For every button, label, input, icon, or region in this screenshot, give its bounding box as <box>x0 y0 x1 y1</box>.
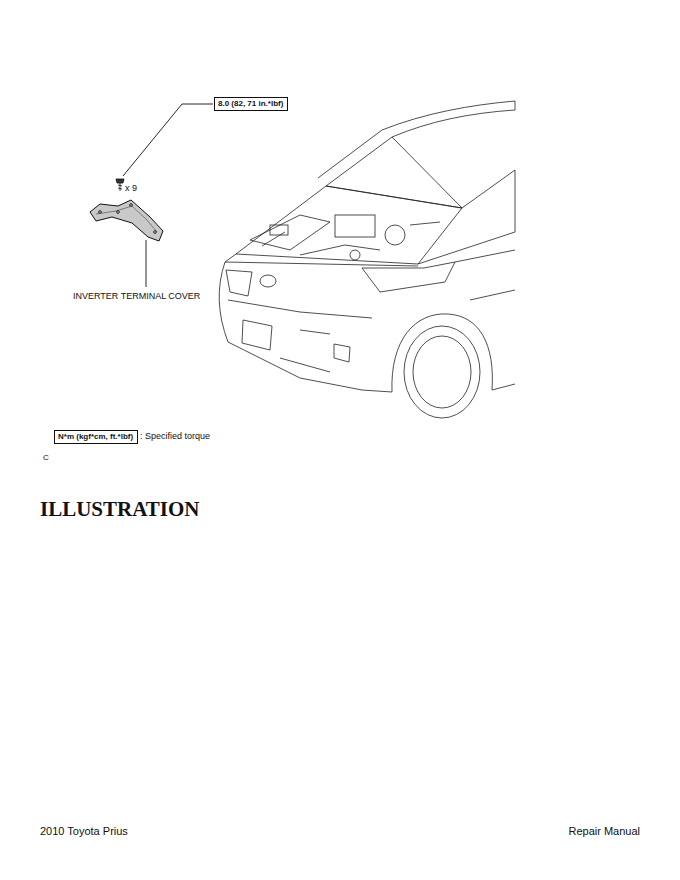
legend-text: : Specified torque <box>140 431 210 441</box>
car-drawing <box>270 225 288 235</box>
inverter-cover-part <box>90 200 163 241</box>
car-drawing <box>362 262 455 292</box>
bolt-symbol <box>118 188 122 189</box>
torque-box: 8.0 (82, 71 in.*lbf) <box>214 97 288 111</box>
bolt-symbol <box>120 183 121 191</box>
inverter-cover-part <box>99 211 102 214</box>
part-name: INVERTER TERMINAL COVER <box>73 291 200 301</box>
car-drawing <box>335 215 375 237</box>
box-text: N*m (kgf*cm, ft.*lbf) <box>58 432 134 442</box>
car-drawing <box>228 300 372 318</box>
footer-text: 2010 Toyota Prius <box>40 825 128 837</box>
bolt-symbol <box>116 179 124 191</box>
car-drawing <box>326 110 515 186</box>
footer-text: Repair Manual <box>568 825 640 837</box>
figure-code: C <box>43 453 49 462</box>
bolt-symbol <box>118 185 122 186</box>
inverter-cover-part <box>117 211 120 214</box>
car-drawing <box>350 250 360 260</box>
car-drawing <box>392 137 462 208</box>
bolt-symbol <box>116 179 124 183</box>
leader-lines <box>146 240 147 287</box>
car-drawing <box>334 344 350 362</box>
quantity-label: x 9 <box>125 183 137 193</box>
car-drawing <box>226 270 252 296</box>
leader-lines <box>123 104 213 287</box>
unit-box: N*m (kgf*cm, ft.*lbf) <box>54 430 138 444</box>
car-drawing <box>404 326 480 418</box>
car-drawing <box>280 330 330 372</box>
car-drawing <box>250 215 330 250</box>
car-drawing <box>515 101 516 232</box>
car-drawing <box>219 101 515 418</box>
car-drawing <box>326 170 515 208</box>
car-drawing <box>225 262 418 266</box>
car-drawing <box>242 320 272 350</box>
inverter-cover-part <box>90 200 163 241</box>
car-drawing <box>219 262 392 392</box>
inverter-cover-part <box>154 231 157 234</box>
section-heading: ILLUSTRATION <box>40 497 200 522</box>
inverter-cover-part <box>96 206 157 232</box>
car-drawing <box>260 275 276 287</box>
car-drawing <box>413 336 471 408</box>
box-text: 8.0 (82, 71 in.*lbf) <box>218 99 284 109</box>
car-drawing <box>385 225 405 245</box>
car-drawing <box>262 222 440 255</box>
car-drawing <box>236 186 462 264</box>
inverter-cover-part <box>130 204 133 207</box>
car-drawing <box>455 250 515 390</box>
leader-lines <box>123 104 213 176</box>
